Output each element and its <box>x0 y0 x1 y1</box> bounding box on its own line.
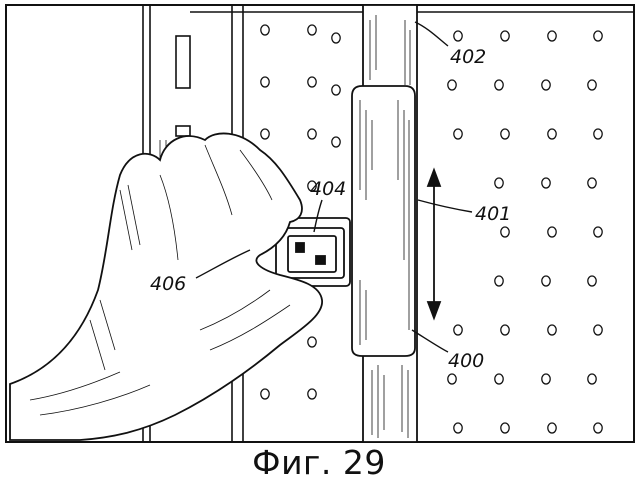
pegboard-hole <box>495 80 503 90</box>
figure-caption: Фиг. 29 <box>0 443 638 482</box>
pegboard-hole <box>495 276 503 286</box>
pegboard-hole <box>594 227 602 237</box>
pegboard-hole <box>454 423 462 433</box>
pegboard-hole <box>501 227 509 237</box>
pegboard-hole <box>332 33 340 43</box>
pegboard-hole <box>542 178 550 188</box>
pegboard-hole <box>588 374 596 384</box>
pegboard-hole <box>542 276 550 286</box>
pegboard-hole <box>548 129 556 139</box>
pegboard-hole <box>594 31 602 41</box>
ref-400: 400 <box>448 350 484 372</box>
pegboard-hole <box>548 423 556 433</box>
pegboard-hole <box>501 31 509 41</box>
pegboard-hole <box>454 325 462 335</box>
pegboard-hole <box>261 389 269 399</box>
pegboard-hole <box>308 389 316 399</box>
pegboard-hole <box>332 85 340 95</box>
pegboard-hole <box>588 178 596 188</box>
pegboard-hole <box>548 325 556 335</box>
motion-arrow <box>428 170 440 318</box>
pegboard-hole <box>308 337 316 347</box>
pegboard-hole <box>261 77 269 87</box>
ref-406: 406 <box>150 273 186 295</box>
pegboard-hole <box>495 374 503 384</box>
pegboard-hole <box>594 423 602 433</box>
pegboard-hole <box>448 374 456 384</box>
pegboard-hole <box>332 137 340 147</box>
pegboard-hole <box>542 80 550 90</box>
pegboard-hole <box>542 374 550 384</box>
pegboard-hole <box>454 129 462 139</box>
pegboard-hole <box>594 325 602 335</box>
sliding-sleeve <box>352 86 415 356</box>
pegboard-hole <box>454 31 462 41</box>
pegboard-hole <box>548 31 556 41</box>
pegboard-hole <box>495 178 503 188</box>
pegboard-hole <box>501 325 509 335</box>
pegboard-hole <box>548 227 556 237</box>
pegboard-hole <box>588 276 596 286</box>
pegboard-hole <box>308 25 316 35</box>
ref-404: 404 <box>310 178 346 200</box>
pegboard-hole <box>308 129 316 139</box>
pegboard-hole <box>261 25 269 35</box>
pegboard-hole <box>501 129 509 139</box>
ref-401: 401 <box>475 203 511 225</box>
pegboard-hole <box>308 77 316 87</box>
pegboard-hole <box>594 129 602 139</box>
pegboard-hole <box>261 129 269 139</box>
pegboard-hole <box>588 80 596 90</box>
ref-402: 402 <box>450 46 486 68</box>
pegboard-hole <box>501 423 509 433</box>
pegboard-hole <box>448 80 456 90</box>
